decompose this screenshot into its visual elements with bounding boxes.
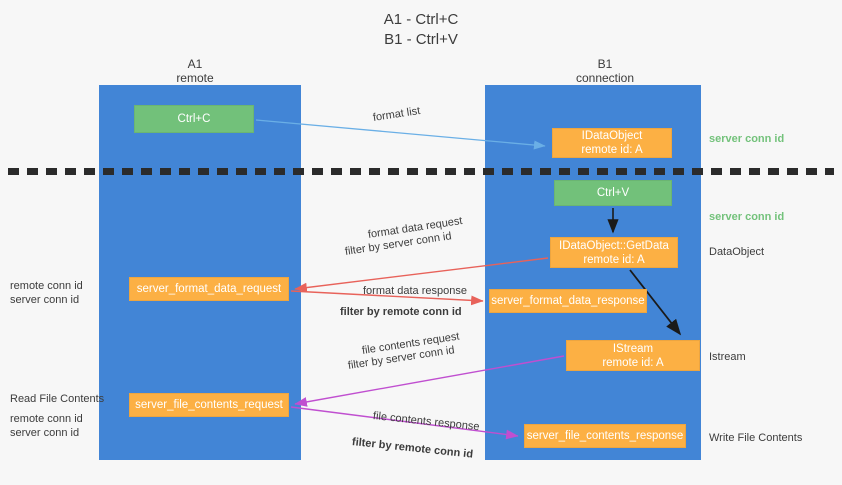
column-b1-role: connection	[575, 71, 635, 85]
label-read-file-contents: Read File Contents	[10, 393, 105, 405]
box-istream-line2: remote id: A	[602, 356, 664, 369]
filter-prefix-2: filter by	[340, 306, 383, 318]
label-remote-conn-id-1: remote conn id	[10, 280, 83, 292]
label-server-conn-id-left-1: server conn id	[10, 294, 80, 306]
box-idataobject[interactable]: IDataObject remote id: A	[552, 128, 672, 158]
box-getdata-line2: remote id: A	[583, 253, 645, 266]
column-b1-name: B1	[597, 57, 613, 71]
box-istream[interactable]: IStream remote id: A	[566, 340, 700, 371]
filter-value-remote-conn-id-1: remote conn id	[382, 306, 462, 318]
column-header-a1: A1 remote	[120, 57, 270, 85]
box-idataobject-line1: IDataObject	[581, 130, 643, 142]
box-server-file-contents-request[interactable]: server_file_contents_request	[129, 393, 289, 417]
box-server-format-data-request[interactable]: server_format_data_request	[129, 277, 289, 301]
column-a1-name: A1	[187, 57, 203, 71]
box-istream-line1: IStream	[612, 342, 654, 355]
label-remote-conn-id-2: remote conn id	[10, 413, 83, 425]
arrow-file-contents-request	[294, 355, 565, 407]
box-ctrl-c[interactable]: Ctrl+C	[134, 105, 254, 133]
column-a1-role: remote	[176, 71, 214, 85]
box-ctrl-c-label: Ctrl+C	[177, 113, 211, 125]
label-conn-id-stack-2: remote conn id server conn id	[10, 412, 83, 440]
box-ctrl-v-label: Ctrl+V	[596, 187, 630, 199]
title-line-1: A1 - Ctrl+C	[383, 11, 459, 28]
label-dataobject: DataObject	[709, 246, 765, 258]
label-server-conn-id-top: server conn id	[709, 133, 785, 145]
box-server-file-contents-request-label: server_file_contents_request	[135, 399, 283, 411]
label-format-data-response: format data response	[363, 285, 467, 297]
label-istream: Istream	[709, 351, 746, 363]
box-getdata-line1: IDataObject::GetData	[559, 239, 669, 252]
label-write-file-contents: Write File Contents	[709, 432, 803, 444]
box-server-file-contents-response-label: server_file_contents_response	[526, 430, 684, 442]
arrow-file-contents-response	[290, 406, 519, 440]
box-idataobject-getdata[interactable]: IDataObject::GetData remote id: A	[550, 237, 678, 268]
arrow-format-data-response	[290, 290, 484, 306]
page-title: A1 - Ctrl+C B1 - Ctrl+V	[0, 10, 842, 50]
box-server-format-data-request-label: server_format_data_request	[136, 283, 282, 295]
label-server-conn-id-left-2: server conn id	[10, 427, 80, 439]
arrow-format-data-request	[294, 257, 549, 293]
column-header-b1: B1 connection	[530, 57, 680, 85]
box-server-format-data-response[interactable]: server_format_data_response	[489, 289, 647, 313]
box-idataobject-line2: remote id: A	[581, 144, 643, 156]
label-conn-id-stack-1: remote conn id server conn id	[10, 279, 83, 307]
box-ctrl-v[interactable]: Ctrl+V	[554, 180, 672, 206]
dashed-divider	[8, 168, 834, 175]
title-line-2: B1 - Ctrl+V	[384, 31, 458, 48]
box-server-format-data-response-label: server_format_data_response	[491, 295, 645, 307]
label-server-conn-id-mid: server conn id	[709, 211, 785, 223]
arrow-getdata-to-istream	[629, 269, 682, 336]
label-format-data-response-filter: filter by remote conn id	[340, 305, 462, 319]
arrow-format-list	[255, 119, 546, 150]
box-server-file-contents-response[interactable]: server_file_contents_response	[524, 424, 686, 448]
